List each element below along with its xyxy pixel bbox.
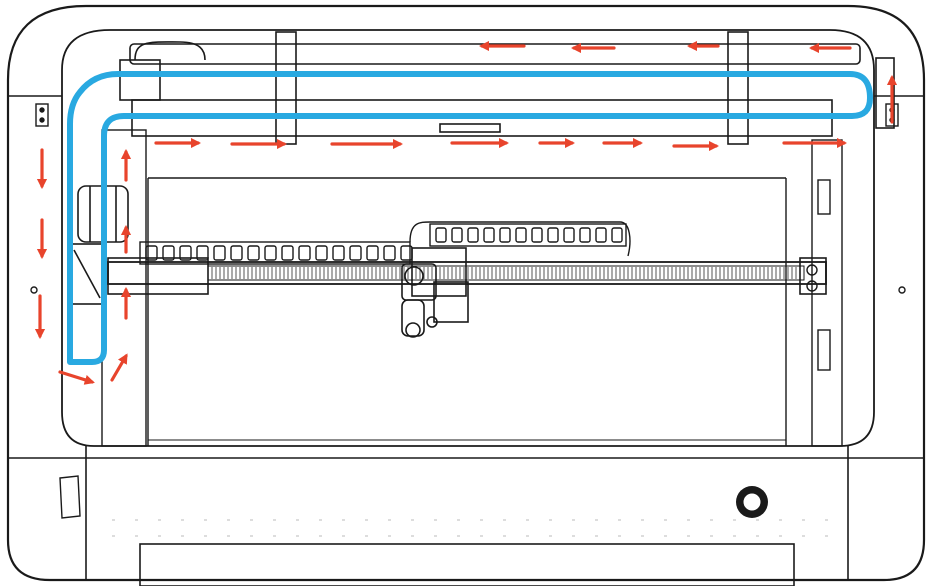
left-bracket: [35, 103, 49, 127]
chain-link: [451, 227, 463, 243]
machine-housing: [6, 4, 926, 582]
chain-link: [162, 245, 175, 261]
airflow-path: [67, 71, 873, 365]
right-pulley: [806, 264, 818, 276]
chain-link: [563, 227, 575, 243]
gantry-rack: [207, 265, 805, 281]
left-screw: [39, 107, 45, 113]
rear-left-block: [119, 59, 161, 101]
chain-link: [281, 245, 294, 261]
nozzle-tip: [405, 322, 421, 338]
rear-clamp: [275, 31, 297, 145]
left-elbow: [134, 41, 206, 61]
chain-link: [230, 245, 243, 261]
rack-teeth: [211, 267, 801, 279]
chain-link: [196, 245, 209, 261]
round-button[interactable]: [736, 486, 768, 518]
right-column-detail: [817, 179, 831, 215]
work-area-frame: [101, 129, 843, 447]
chain-link: [547, 227, 559, 243]
drag-chain: [139, 221, 631, 265]
head-nozzle: [401, 299, 425, 337]
chain-link: [611, 227, 623, 243]
chain-link: [145, 245, 158, 261]
drag-chain-upper: [429, 223, 627, 247]
chain-link: [383, 245, 396, 261]
right-column-detail: [817, 329, 831, 371]
flow-arrows: [34, 40, 898, 385]
rear-rail-assembly: [119, 31, 895, 145]
laser-head: [401, 247, 469, 338]
flow-arrow: [58, 370, 95, 385]
round-button-inner[interactable]: [742, 492, 762, 512]
chain-link: [531, 227, 543, 243]
chain-link: [247, 245, 260, 261]
housing-outline: [6, 4, 926, 582]
chain-link: [179, 245, 192, 261]
gantry-left-end: [107, 257, 209, 295]
chain-link: [349, 245, 362, 261]
chain-link: [213, 245, 226, 261]
rear-slot: [439, 123, 501, 133]
right-hole: [898, 286, 906, 294]
chain-link: [298, 245, 311, 261]
drag-chain-curve: [409, 221, 631, 257]
left-screw: [39, 117, 45, 123]
chain-link: [366, 245, 379, 261]
chain-links: [435, 227, 623, 243]
rear-tube: [129, 43, 861, 65]
drag-chain-lower: [139, 241, 411, 265]
front-left-tab: [59, 475, 81, 519]
chain-link: [515, 227, 527, 243]
head-module: [433, 281, 469, 323]
chain-link: [332, 245, 345, 261]
chain-link: [579, 227, 591, 243]
chain-links: [145, 245, 413, 261]
chain-link: [315, 245, 328, 261]
head-fan: [404, 266, 424, 286]
right-pulley: [806, 280, 818, 292]
head-carriage: [411, 247, 467, 297]
chain-link: [435, 227, 447, 243]
motor-bracket-diag: [73, 249, 101, 299]
head-knob: [426, 316, 438, 328]
chain-link: [499, 227, 511, 243]
chain-link: [595, 227, 607, 243]
chain-link: [483, 227, 495, 243]
chain-link: [264, 245, 277, 261]
front-panel: [112, 519, 830, 586]
left-hole: [30, 286, 38, 294]
right-column: [811, 139, 843, 447]
front-drawer: [139, 543, 795, 586]
x-gantry: [107, 257, 827, 295]
rear-clamp: [727, 31, 749, 145]
right-endcap: [875, 57, 895, 129]
chain-link: [467, 227, 479, 243]
gantry-right-end: [799, 257, 827, 295]
left-motor-block: [69, 185, 129, 305]
flow-arrow: [110, 353, 128, 382]
